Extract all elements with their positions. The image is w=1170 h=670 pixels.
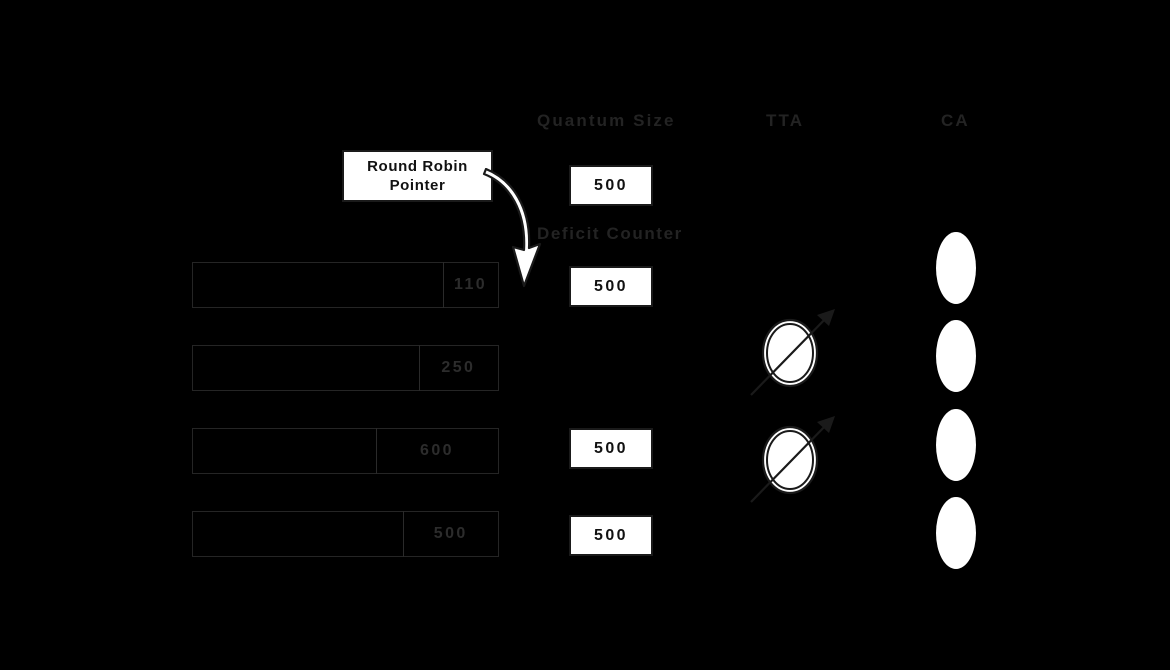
tta-rate-arrow-icon xyxy=(750,309,835,396)
round-robin-pointer-arrow-icon xyxy=(482,168,542,288)
deficit-counter-value: 250 xyxy=(441,359,476,376)
column-header-ca: CA xyxy=(941,111,970,130)
queue-row: 500 xyxy=(192,511,499,557)
ca-ellipse xyxy=(936,497,976,569)
queue-row-divider xyxy=(443,262,445,308)
deficit-counter-value: 500 xyxy=(433,525,468,542)
deficit-counter-value: 110 xyxy=(454,276,488,293)
deficit-counter-value: 600 xyxy=(420,442,454,459)
label-deficit-counter: Deficit Counter xyxy=(537,224,683,243)
queue-row: 110 xyxy=(192,262,499,308)
ca-ellipse xyxy=(936,409,976,481)
queue-row-divider xyxy=(418,345,420,391)
round-robin-pointer-label: Round Robin Pointer xyxy=(367,158,468,194)
queue-row-divider xyxy=(403,511,405,557)
column-header-quantum-size: Quantum Size xyxy=(537,111,676,130)
round-robin-pointer-box: Round Robin Pointer xyxy=(342,150,493,202)
column-header-tta: TTA xyxy=(766,111,805,130)
tta-rate-arrow-icon xyxy=(750,416,835,503)
queue-row: 600 xyxy=(192,428,499,474)
ca-ellipse xyxy=(936,320,976,392)
quantum-size-box: 500 xyxy=(569,428,653,469)
quantum-size-box: 500 xyxy=(569,165,653,206)
queue-row-divider xyxy=(376,428,377,474)
quantum-size-box: 500 xyxy=(569,266,653,307)
queue-row: 250 xyxy=(192,345,499,391)
quantum-size-box: 500 xyxy=(569,515,653,556)
ca-ellipse xyxy=(936,232,976,304)
